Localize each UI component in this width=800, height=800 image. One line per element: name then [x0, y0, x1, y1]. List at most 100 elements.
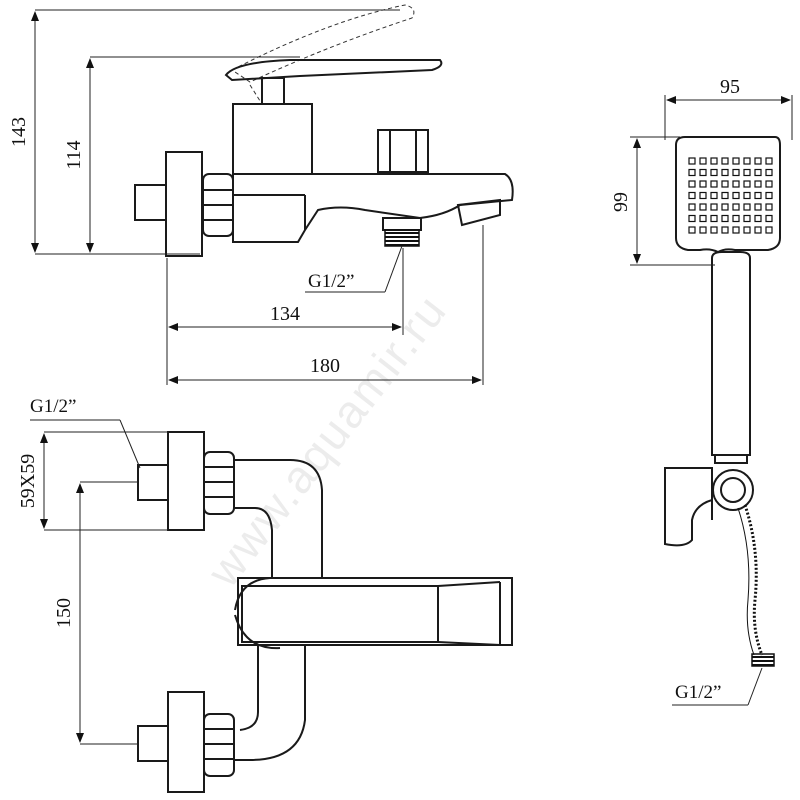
nozzle [754, 180, 762, 188]
upper-wall-connector [137, 464, 169, 501]
nozzle [688, 180, 696, 188]
dim-shower-width: 95 [720, 76, 740, 98]
side-view: 143 114 134 180 G1/2” [8, 4, 514, 385]
holder-bracket [664, 467, 713, 547]
nozzle [710, 203, 718, 211]
nozzle [699, 214, 707, 223]
dim-lever-height: 114 [63, 140, 85, 169]
hose-nut [751, 653, 775, 667]
upper-flange [167, 431, 205, 531]
nozzle [699, 157, 707, 165]
nozzle [732, 168, 740, 177]
nozzle [754, 168, 762, 177]
label-outlet-thread: G1/2” [308, 271, 354, 292]
nozzle [721, 157, 729, 165]
dim-total-height: 143 [8, 117, 30, 147]
watermark: www.aquamir.ru [196, 284, 456, 597]
nozzle [699, 168, 707, 177]
mixer-body [232, 173, 514, 243]
nozzle [732, 157, 740, 165]
nozzle [721, 191, 729, 200]
nozzle [721, 180, 729, 188]
nozzle [721, 214, 729, 223]
nozzle [754, 203, 762, 211]
nozzle [732, 191, 740, 200]
nozzle [732, 214, 740, 223]
nozzle [754, 157, 762, 165]
nozzle [743, 191, 751, 200]
upper-pipe-outer [234, 459, 323, 578]
upper-pipe-inner [234, 507, 273, 578]
outlet-thread [384, 229, 420, 247]
nozzle [765, 191, 773, 200]
nozzle [754, 214, 762, 223]
nozzle [765, 226, 773, 234]
nozzle [754, 226, 762, 234]
nozzle [721, 226, 729, 234]
nozzle [721, 168, 729, 177]
nozzle [754, 191, 762, 200]
nozzle [688, 168, 696, 177]
nozzle [699, 226, 707, 234]
nozzle [688, 214, 696, 223]
diverter-knob [377, 129, 429, 173]
holder-swivel [712, 469, 754, 511]
nozzle [765, 180, 773, 188]
dim-spout-reach: 180 [310, 355, 340, 377]
label-inlet-thread: G1/2” [30, 396, 76, 417]
nozzle [743, 180, 751, 188]
lower-pipe-inner [239, 645, 259, 731]
nozzle [710, 214, 718, 223]
shower-hose [743, 504, 764, 656]
top-body-face [241, 585, 439, 643]
wall-flange [165, 151, 203, 257]
aerator [456, 198, 501, 227]
dim-inlet-reach: 134 [270, 303, 300, 325]
nozzle [710, 191, 718, 200]
dim-shower-height: 99 [610, 192, 632, 212]
nozzle [743, 168, 751, 177]
nozzle [743, 214, 751, 223]
lower-pipe-outer [234, 645, 306, 761]
nozzle [732, 203, 740, 211]
dim-flange-size: 59X59 [17, 454, 39, 508]
nozzle [688, 226, 696, 234]
nozzle [743, 203, 751, 211]
dim-center-distance: 150 [53, 598, 75, 628]
lever-raised-link [249, 84, 263, 105]
nozzle [710, 168, 718, 177]
nozzle [765, 157, 773, 165]
wall-connector [134, 184, 167, 221]
nozzle [710, 226, 718, 234]
nozzle [699, 180, 707, 188]
nozzle [732, 226, 740, 234]
nozzle [721, 203, 729, 211]
nozzle [710, 157, 718, 165]
shower-handle [711, 251, 751, 456]
lever-raised-outline [231, 4, 415, 83]
nozzle [732, 180, 740, 188]
lever-stem [261, 77, 285, 105]
nozzle [765, 203, 773, 211]
nozzle [743, 226, 751, 234]
handle-collar [714, 454, 748, 464]
cartridge-arc [234, 577, 271, 611]
nozzle [765, 214, 773, 223]
nozzle [688, 191, 696, 200]
lower-flange [167, 691, 205, 793]
nozzle [699, 191, 707, 200]
lower-wall-connector [137, 725, 169, 762]
top-view: 59X59 150 G1/2” [17, 396, 513, 793]
nozzle [688, 203, 696, 211]
nozzle [765, 168, 773, 177]
nozzle [688, 157, 696, 165]
nozzle [710, 180, 718, 188]
lever-handle [224, 59, 443, 82]
outlet-nut [382, 217, 422, 231]
nozzle-grid [688, 157, 773, 234]
cartridge-body [232, 103, 313, 175]
nozzle [699, 203, 707, 211]
hand-shower: 95 99 G1/2” [610, 76, 793, 706]
nozzle [743, 157, 751, 165]
